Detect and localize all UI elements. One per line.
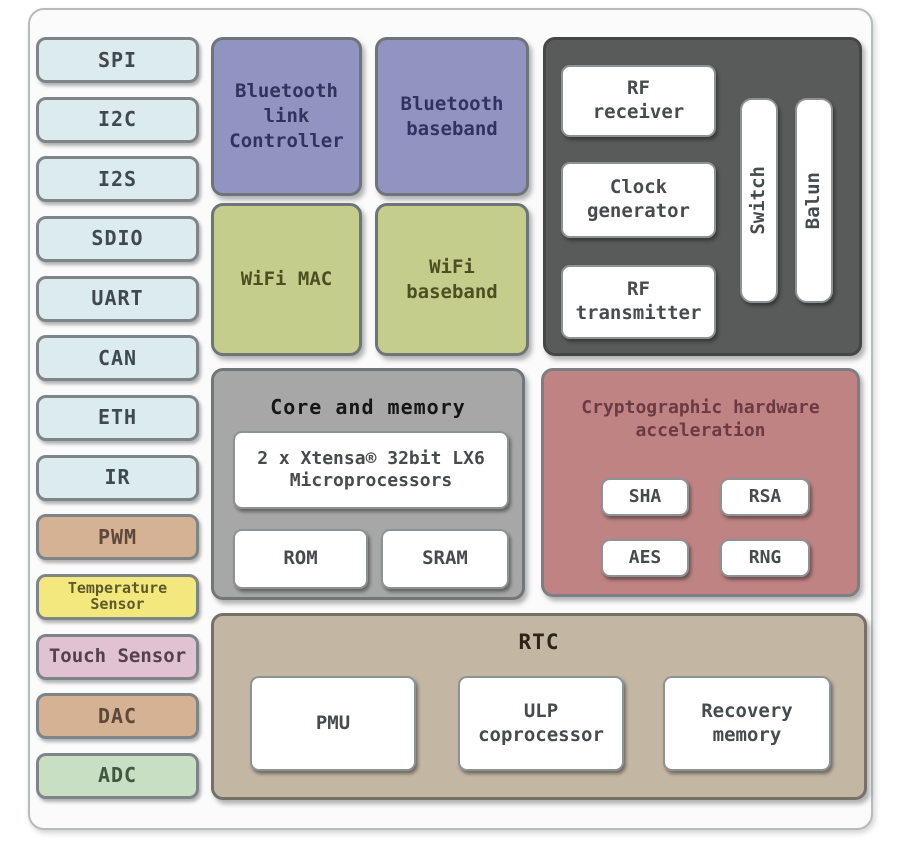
recovery-memory-box: Recovery memory (663, 676, 831, 771)
switch-box: Switch (740, 98, 778, 303)
balun-box: Balun (795, 98, 833, 303)
switch-label: Switch (747, 166, 770, 235)
rf-section-block: RF receiver Clock generator RF transmitt… (543, 37, 862, 356)
balun-label: Balun (802, 171, 825, 230)
periph-i2s: I2S (36, 156, 199, 203)
wifi-baseband-block: WiFi baseband (375, 203, 529, 356)
rf-transmitter-box: RF transmitter (561, 265, 716, 339)
periph-uart: UART (36, 275, 199, 322)
clock-generator-box: Clock generator (561, 162, 716, 238)
core-and-memory-block: Core and memory 2 x Xtensa® 32bit LX6 Mi… (211, 368, 525, 600)
periph-pwm: PWM (36, 514, 199, 561)
rf-receiver-box: RF receiver (561, 65, 716, 137)
periph-touch-sensor: Touch Sensor (36, 633, 199, 680)
aes-box: AES (601, 539, 689, 577)
periph-dac: DAC (36, 693, 199, 740)
wifi-mac-block: WiFi MAC (211, 203, 362, 356)
rtc-block: RTC PMU ULP coprocessor Recovery memory (211, 613, 867, 800)
rtc-title: RTC (518, 630, 560, 654)
crypto-acceleration-title: Cryptographic hardware acceleration (581, 397, 820, 441)
periph-can: CAN (36, 335, 199, 382)
periph-ir: IR (36, 454, 199, 501)
xtensa-microprocessors-box: 2 x Xtensa® 32bit LX6 Microprocessors (233, 431, 509, 509)
ulp-coprocessor-box: ULP coprocessor (458, 676, 624, 771)
bluetooth-baseband-block: Bluetooth baseband (375, 37, 529, 196)
periph-sdio: SDIO (36, 215, 199, 262)
periph-spi: SPI (36, 37, 199, 83)
bluetooth-link-controller-block: Bluetooth link Controller (211, 37, 362, 196)
periph-i2c: I2C (36, 96, 199, 143)
core-and-memory-title: Core and memory (270, 395, 466, 419)
pmu-box: PMU (250, 676, 416, 771)
periph-adc: ADC (36, 752, 199, 799)
rsa-box: RSA (720, 478, 810, 516)
peripheral-column: SPI I2C I2S SDIO UART CAN ETH IR PWM Tem… (36, 37, 199, 799)
rng-box: RNG (720, 539, 810, 577)
sha-box: SHA (601, 478, 689, 516)
periph-eth: ETH (36, 394, 199, 441)
crypto-acceleration-block: Cryptographic hardware acceleration SHA … (541, 368, 860, 597)
rom-box: ROM (233, 529, 368, 589)
sram-box: SRAM (381, 529, 509, 589)
periph-temperature-sensor: Temperature Sensor (36, 573, 199, 620)
